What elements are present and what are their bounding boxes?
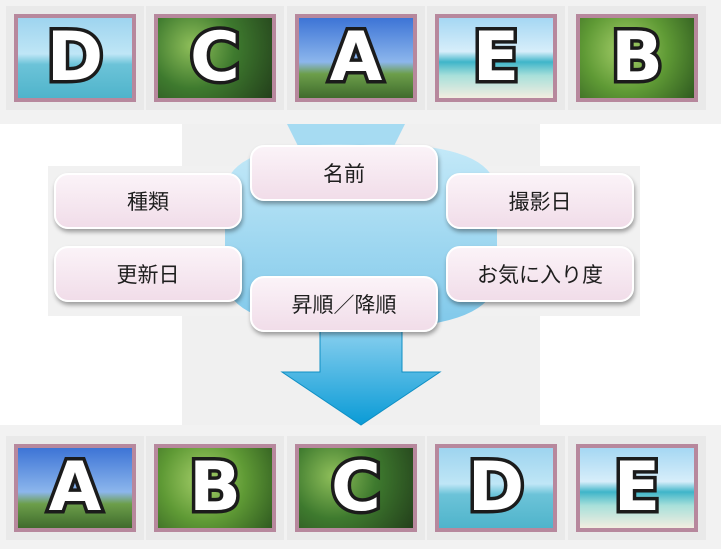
sort-option-date-taken[interactable]: 撮影日 [446,173,634,229]
photo-image [18,448,132,528]
sort-option-order[interactable]: 昇順／降順 [250,276,438,332]
photo-image [158,18,272,98]
photo-letter: E [469,18,522,97]
photo-image [158,448,272,528]
photo-frame: E [435,14,557,102]
photo-frame: B [154,444,276,532]
photo-letter: B [608,18,667,97]
photo-frame: B [576,14,698,102]
sort-option-name[interactable]: 名前 [250,145,438,201]
photo-letter: C [328,448,385,527]
photo-image [299,448,413,528]
unsorted-thumbnail[interactable]: C [146,6,284,110]
photo-image [299,18,413,98]
photo-frame: E [576,444,698,532]
photo-frame: A [295,14,417,102]
arrow-funnel [287,124,405,150]
photo-frame: C [295,444,417,532]
photo-letter: D [43,18,106,97]
sort-option-favorite[interactable]: お気に入り度 [446,246,634,302]
photo-frame: C [154,14,276,102]
photo-image [580,448,694,528]
unsorted-thumbnail[interactable]: E [427,6,565,110]
unsorted-thumbnail[interactable]: A [287,6,425,110]
unsorted-thumbnail[interactable]: D [6,6,144,110]
sorted-thumbnail[interactable]: A [6,436,144,540]
photo-frame: D [14,14,136,102]
photo-letter: A [326,18,386,97]
sorted-thumbnail[interactable]: E [568,436,706,540]
photo-frame: A [14,444,136,532]
sorted-thumbnail[interactable]: C [287,436,425,540]
sort-option-type[interactable]: 種類 [54,173,242,229]
photo-letter: D [464,448,527,527]
photo-letter: B [186,448,245,527]
photo-image [439,18,553,98]
photo-frame: D [435,444,557,532]
photo-letter: C [187,18,244,97]
photo-image [439,448,553,528]
unsorted-thumbnail[interactable]: B [568,6,706,110]
arrow-head [280,324,442,426]
photo-image [580,18,694,98]
photo-letter: A [45,448,105,527]
sorted-thumbnail[interactable]: B [146,436,284,540]
photo-letter: E [610,448,663,527]
photo-image [18,18,132,98]
sort-option-date-modified[interactable]: 更新日 [54,246,242,302]
sorted-thumbnail[interactable]: D [427,436,565,540]
